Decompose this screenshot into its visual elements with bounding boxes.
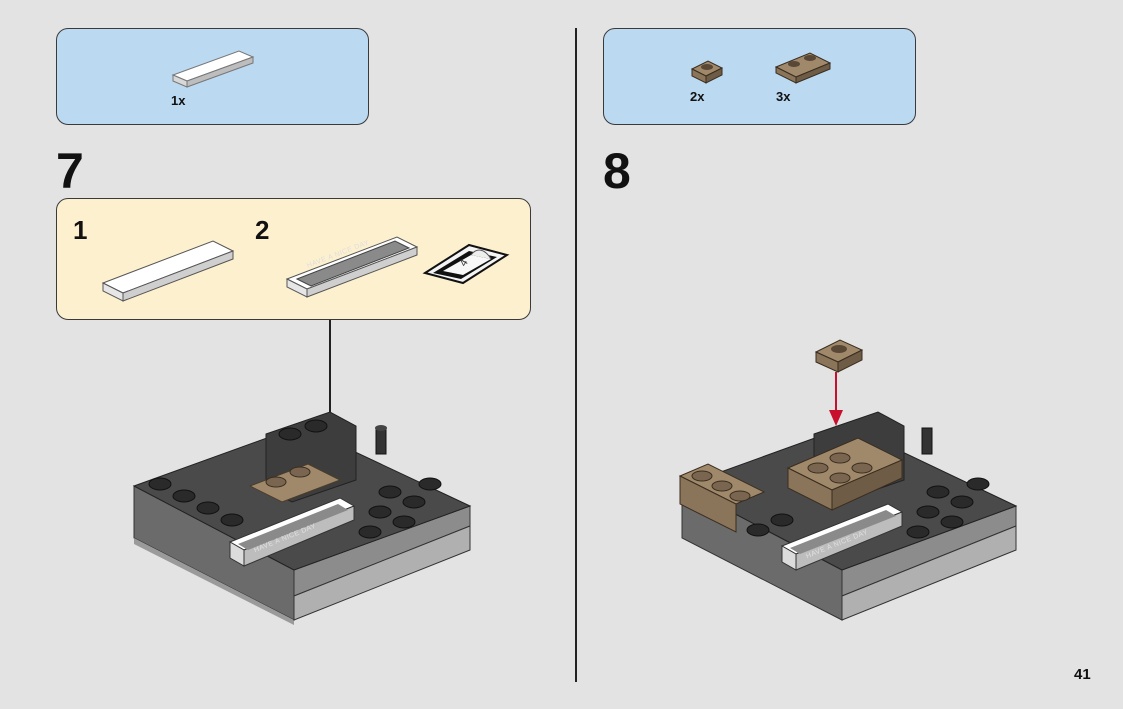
page-divider [575,28,577,682]
tan-plate-1x2-icon [774,52,832,84]
substep-number-2: 2 [255,215,270,245]
assembly-arrow-step-8 [829,372,843,426]
step-number-8: 8 [603,143,631,199]
model-step-7 [132,411,472,625]
parts-box-step-7: 1x [56,28,369,125]
part-qty: 1x [171,93,186,108]
model-step-8 [678,411,1018,621]
white-tile-icon [101,240,235,302]
sticker-sheet-icon [422,243,510,285]
substep-number-1: 1 [73,215,88,245]
part-qty: 2x [690,89,705,104]
step-number-7: 7 [56,143,84,199]
page-number: 41 [1074,666,1091,683]
sticker-tile-icon [285,236,419,298]
part-qty: 3x [776,89,791,104]
white-tile-part-icon [171,50,255,88]
tan-plate-1x1-icon [690,60,724,84]
substep-box: 1 2 HAVE A NICE DAY 4 [56,198,531,320]
parts-box-step-8: 2x 3x [603,28,916,125]
tan-plate-falling-icon [814,339,864,373]
